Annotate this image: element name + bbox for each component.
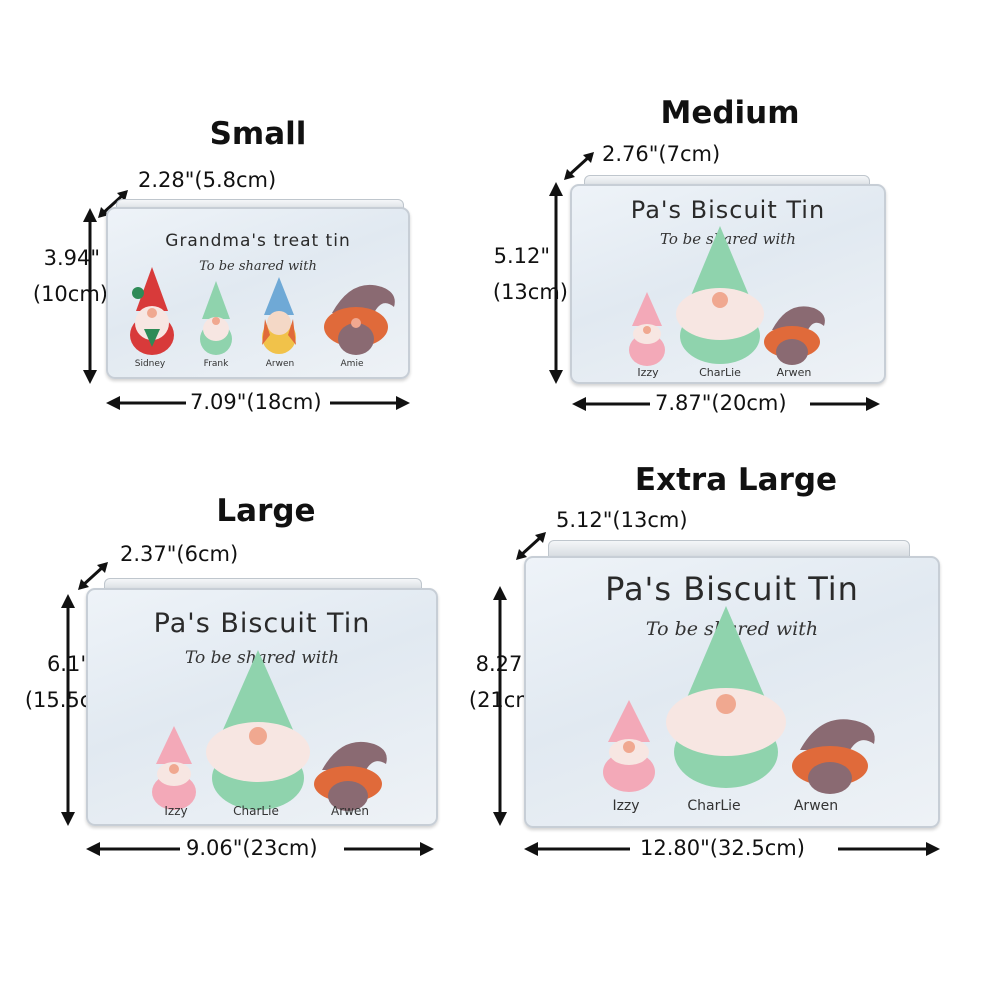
height-label-large-in: 6.1" — [10, 652, 90, 677]
gnome-name: Izzy — [637, 366, 659, 379]
width-label-large: 9.06"(23cm) — [186, 836, 318, 860]
gnome-name: CharLie — [233, 804, 279, 818]
tin-subtitle-medium: To be shared with — [660, 230, 796, 248]
tin-large: Pa's Biscuit Tin To be shared with Izzy … — [86, 588, 438, 826]
tin-xlarge: Pa's Biscuit Tin To be shared with Izzy … — [524, 556, 940, 828]
height-label-medium-in: 5.12" — [493, 244, 550, 268]
tin-title-small: Grandma's treat tin — [165, 231, 351, 251]
double-arrow-icon — [810, 397, 880, 411]
gnome-illustration — [152, 726, 196, 810]
gnome-name: Amie — [340, 359, 364, 369]
gnome-name: Sidney — [134, 359, 166, 369]
double-arrow-icon — [549, 182, 563, 384]
double-arrow-icon — [516, 532, 546, 560]
double-arrow-icon — [61, 594, 75, 826]
gnome-illustration — [200, 281, 232, 355]
gnome-name: CharLie — [687, 798, 741, 814]
double-arrow-icon — [572, 397, 650, 411]
double-arrow-icon — [78, 562, 108, 590]
size-title-xlarge: Extra Large — [634, 462, 838, 498]
gnome-illustration — [666, 606, 786, 788]
gnome-name: Arwen — [331, 804, 369, 818]
gnome-name: Izzy — [612, 798, 640, 814]
width-label-small: 7.09"(18cm) — [190, 390, 322, 414]
height-label-xlarge-in: 8.27" — [475, 652, 532, 676]
size-title-small: Small — [209, 116, 307, 152]
gnome-illustration — [603, 700, 655, 792]
size-title-medium: Medium — [660, 95, 800, 131]
double-arrow-icon — [83, 208, 97, 384]
double-arrow-icon — [330, 396, 410, 410]
double-arrow-icon — [86, 842, 180, 856]
width-label-medium: 7.87"(20cm) — [655, 391, 787, 415]
gnome-illustration — [764, 306, 825, 365]
depth-label-medium: 2.76"(7cm) — [602, 142, 721, 166]
depth-label-large: 2.37"(6cm) — [120, 542, 239, 566]
gnome-illustration — [262, 277, 296, 354]
gnome-name: Frank — [203, 359, 229, 369]
tin-small: Grandma's treat tin To be shared with Si… — [106, 207, 410, 379]
gnome-illustration — [629, 292, 665, 366]
double-arrow-icon — [106, 396, 186, 410]
gnome-illustration — [206, 650, 310, 810]
double-arrow-icon — [344, 842, 434, 856]
gnome-illustration — [792, 719, 875, 794]
tin-medium: Pa's Biscuit Tin To be shared with Izzy … — [570, 184, 886, 384]
tin-title-large: Pa's Biscuit Tin — [153, 608, 371, 639]
double-arrow-icon — [838, 842, 940, 856]
double-arrow-icon — [524, 842, 630, 856]
tin-subtitle-large: To be shared with — [184, 648, 340, 668]
tin-title-medium: Pa's Biscuit Tin — [630, 196, 826, 224]
tin-subtitle-small: To be shared with — [199, 259, 317, 274]
double-arrow-icon — [564, 152, 594, 180]
gnome-illustration — [314, 741, 387, 811]
depth-label-small: 2.28"(5.8cm) — [138, 168, 277, 192]
gnome-name: Arwen — [265, 359, 295, 369]
tin-title-xlarge: Pa's Biscuit Tin — [605, 570, 859, 608]
double-arrow-icon — [493, 586, 507, 826]
size-title-large: Large — [216, 493, 316, 529]
gnome-name: CharLie — [699, 366, 741, 379]
height-label-small-cm: (10cm) — [32, 282, 108, 306]
gnome-name: Arwen — [793, 798, 839, 814]
gnome-name: Izzy — [164, 804, 188, 818]
gnome-name: Arwen — [776, 366, 812, 379]
gnome-illustration — [324, 284, 395, 355]
width-label-xlarge: 12.80"(32.5cm) — [640, 836, 805, 860]
gnome-illustration — [676, 226, 764, 364]
depth-label-xlarge: 5.12"(13cm) — [556, 508, 688, 532]
gnome-illustration — [130, 267, 174, 355]
